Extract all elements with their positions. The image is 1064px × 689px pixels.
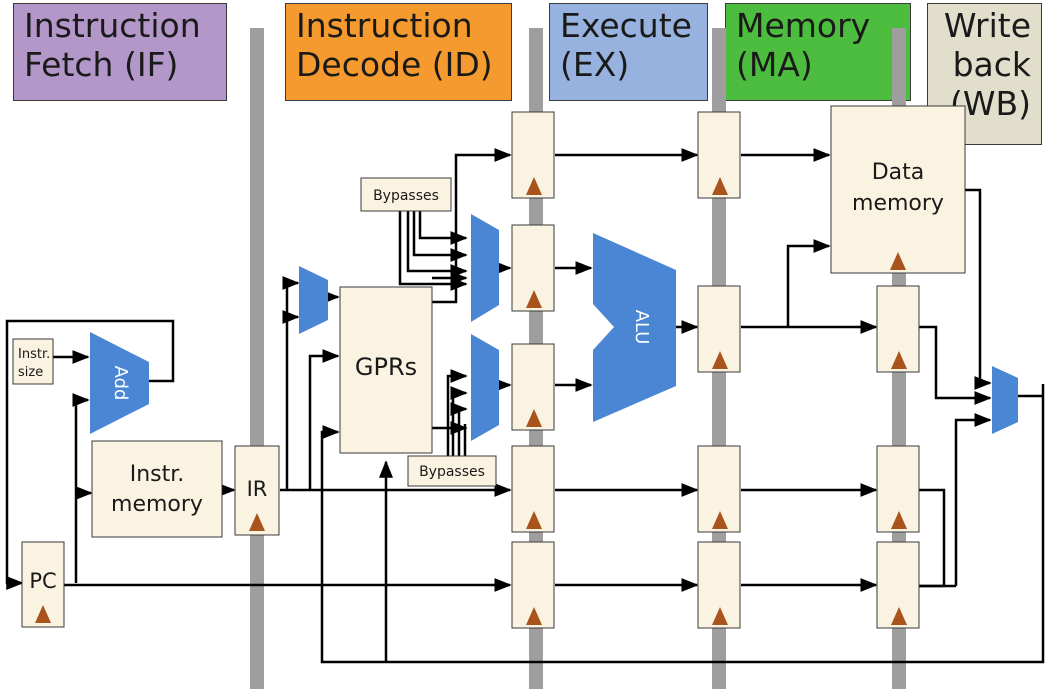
instr-size-box (12, 338, 54, 385)
data-memory-label-line1: Data (872, 160, 925, 185)
ex-register-5-clock (526, 607, 542, 625)
bypasses-bottom-label: Bypasses (419, 464, 485, 480)
ex-pipeline-registers (511, 111, 555, 629)
wires (5, 148, 1045, 664)
ma-register-2-clock (712, 351, 728, 369)
alu-label: ALU (631, 310, 652, 345)
bypasses-top-box (360, 177, 452, 212)
bypass-mux-a (471, 214, 499, 322)
wb-pipeline-registers (876, 285, 920, 629)
gprs-register-file (339, 286, 433, 454)
ir-register-label: IR (247, 477, 268, 501)
instr-size-label-line1: Instr. (18, 347, 50, 362)
ma-register-3-clock (712, 511, 728, 529)
ma-register-1 (697, 111, 741, 199)
bypasses-top-label: Bypasses (373, 188, 439, 204)
register-select-mux (299, 266, 328, 334)
ir-clock-marker (249, 513, 265, 531)
stage-label-execute: Execute (EX) (549, 3, 708, 101)
pc-clock-marker (35, 605, 51, 623)
ex-register-1-clock (526, 177, 542, 195)
ex-register-2-clock (526, 290, 542, 308)
stage-label-instruction-decode: Instruction Decode (ID) (285, 3, 512, 101)
instr-size-label-line2: size (18, 365, 43, 380)
ma-register-1-clock (712, 177, 728, 195)
pipeline-bar-if-id (250, 28, 264, 689)
pc-register-label: PC (29, 569, 56, 593)
stage-label-instruction-fetch: Instruction Fetch (IF) (13, 3, 227, 101)
bypass-mux-b (471, 334, 499, 441)
add-unit-label: Add (110, 366, 131, 401)
writeback-mux (992, 366, 1018, 434)
alu (593, 233, 676, 422)
ex-register-4-clock (526, 511, 542, 529)
wb-register-1-clock (891, 351, 907, 369)
add-unit (90, 332, 149, 434)
wb-register-2-clock (891, 511, 907, 529)
gprs-label: GPRs (355, 353, 417, 381)
data-memory (830, 105, 966, 274)
bypasses-bottom-box (407, 455, 497, 487)
wb-register-3-clock (891, 607, 907, 625)
data-memory-label-line2: memory (852, 191, 944, 216)
instruction-memory-label-line2: memory (111, 492, 203, 517)
ex-register-3-clock (526, 409, 542, 427)
instruction-memory-label-line1: Instr. (130, 462, 185, 487)
ma-register-4-clock (712, 607, 728, 625)
ma-pipeline-registers (697, 111, 741, 629)
stage-label-memory: Memory (MA) (725, 3, 911, 101)
ex-register-2 (511, 224, 555, 312)
instruction-memory (91, 440, 223, 538)
data-memory-clock (890, 252, 906, 270)
